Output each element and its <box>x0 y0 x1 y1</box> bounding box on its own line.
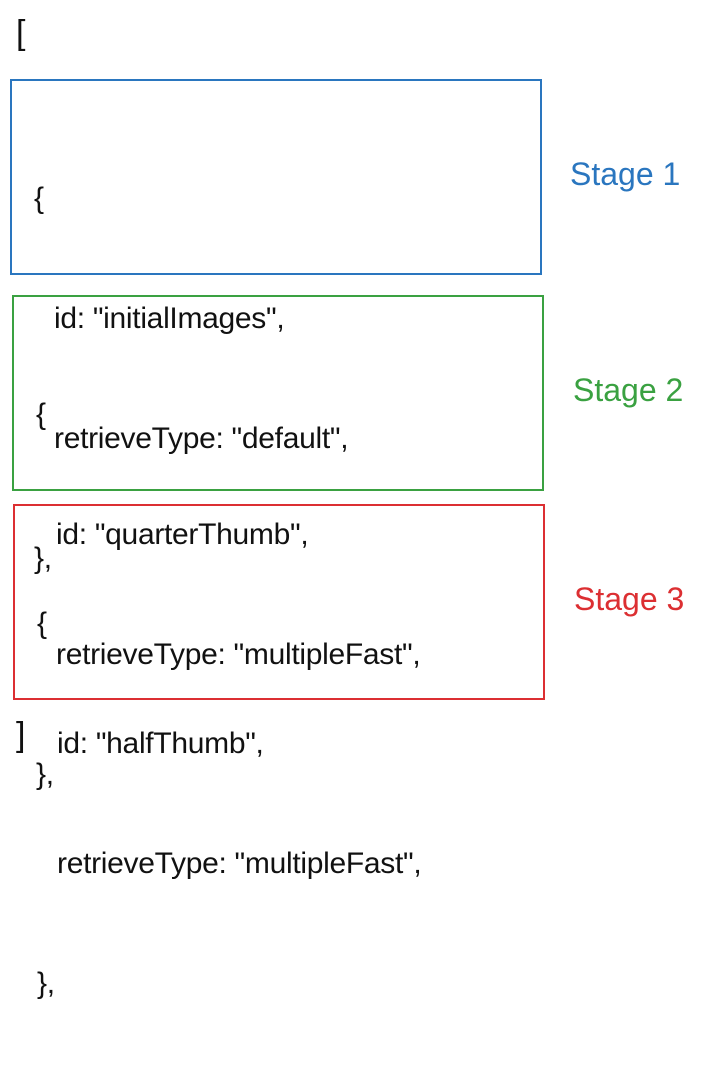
stage-3-box: { id: "halfThumb", retrieveType: "multip… <box>13 504 545 1000</box>
code-line-open-brace: { <box>37 607 47 640</box>
code-line-id: id: "halfThumb", <box>57 727 264 760</box>
code-line-retrieve-type: retrieveType: "multipleFast", <box>57 847 422 880</box>
close-bracket: ] <box>16 716 26 754</box>
stage-2-box: { id: "quarterThumb", retrieveType: "mul… <box>12 295 544 791</box>
code-line-retrieve-type: retrieveType: "multipleFast", <box>56 638 421 671</box>
code-line-close-brace: }, <box>37 967 55 1000</box>
stage-2-label: Stage 2 <box>573 372 684 408</box>
stage-2-code: { id: "quarterThumb", retrieveType: "mul… <box>36 315 421 875</box>
stage-1-box: { id: "initialImages", retrieveType: "de… <box>10 79 542 575</box>
code-line-id: id: "quarterThumb", <box>56 518 309 551</box>
code-line-close-brace: }, <box>34 542 52 575</box>
stage-3-code: { id: "halfThumb", retrieveType: "multip… <box>37 524 422 1084</box>
code-line-open-brace: { <box>34 182 44 215</box>
stage-1-label: Stage 1 <box>570 156 681 192</box>
code-line-close-brace: }, <box>36 758 54 791</box>
stage-1-code: { id: "initialImages", retrieveType: "de… <box>34 99 349 659</box>
code-line-open-brace: { <box>36 398 46 431</box>
stage-3-label: Stage 3 <box>574 581 685 617</box>
code-line-id: id: "initialImages", <box>54 302 285 335</box>
code-line-retrieve-type: retrieveType: "default", <box>54 422 349 455</box>
open-bracket: [ <box>16 14 26 52</box>
